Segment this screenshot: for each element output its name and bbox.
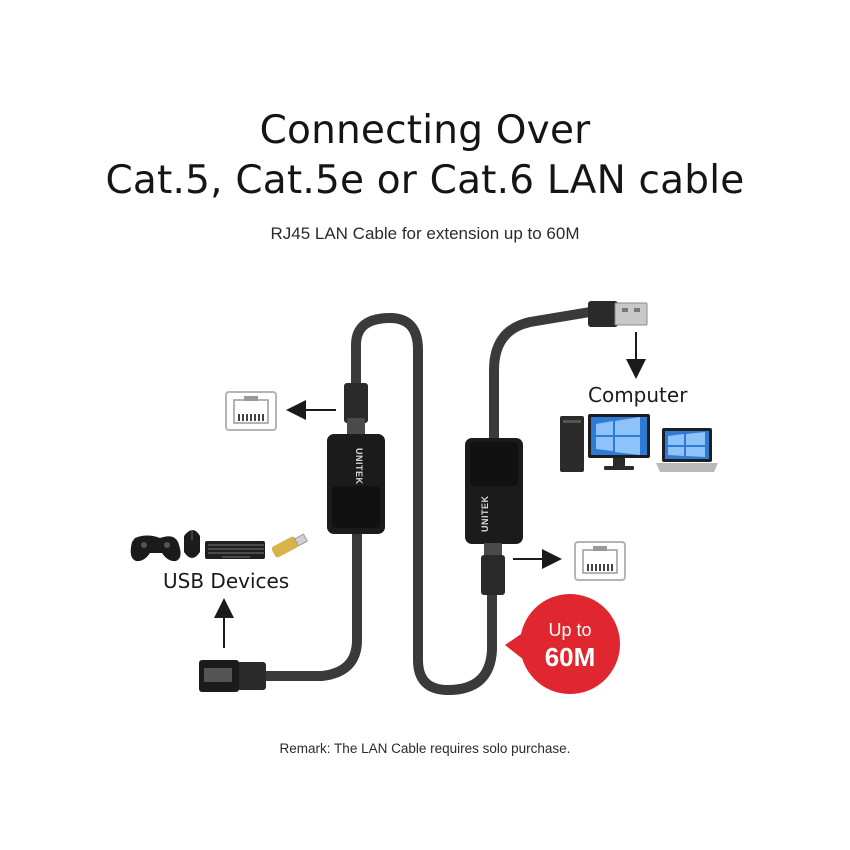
usb-flash-drive-icon [271, 533, 308, 558]
remark-note: Remark: The LAN Cable requires solo purc… [279, 741, 571, 756]
mouse-icon [184, 530, 200, 558]
usb-a-cable [489, 307, 595, 445]
title-line-2: Cat.5, Cat.5e or Cat.6 LAN cable [105, 158, 745, 203]
usb-female-connector [199, 660, 266, 692]
ethernet-port-icon-left [225, 391, 277, 431]
right-rj45-plug [481, 543, 505, 595]
right-adapter: UNITEK [465, 438, 523, 544]
desktop-computer-icon [560, 414, 650, 472]
title-line-1: Connecting Over [259, 108, 591, 153]
lan-cable [351, 312, 497, 696]
left-rj45-plug [344, 383, 368, 436]
keyboard-icon [205, 541, 265, 559]
distance-badge: Up to 60M [505, 594, 620, 694]
computer-label: Computer [588, 383, 688, 407]
usb-devices-label: USB Devices [163, 569, 290, 593]
laptop-icon [656, 428, 718, 472]
usb-female-cable [257, 527, 362, 681]
usb-a-plug [588, 301, 648, 327]
badge-line-2: 60M [545, 642, 596, 672]
subtitle: RJ45 LAN Cable for extension up to 60M [270, 224, 580, 243]
left-brand-label: UNITEK [354, 448, 364, 485]
left-adapter: UNITEK [327, 434, 385, 534]
ethernet-port-icon-right [574, 541, 626, 581]
gamepad-icon [130, 535, 181, 562]
right-brand-label: UNITEK [480, 496, 490, 533]
badge-line-1: Up to [548, 620, 591, 640]
